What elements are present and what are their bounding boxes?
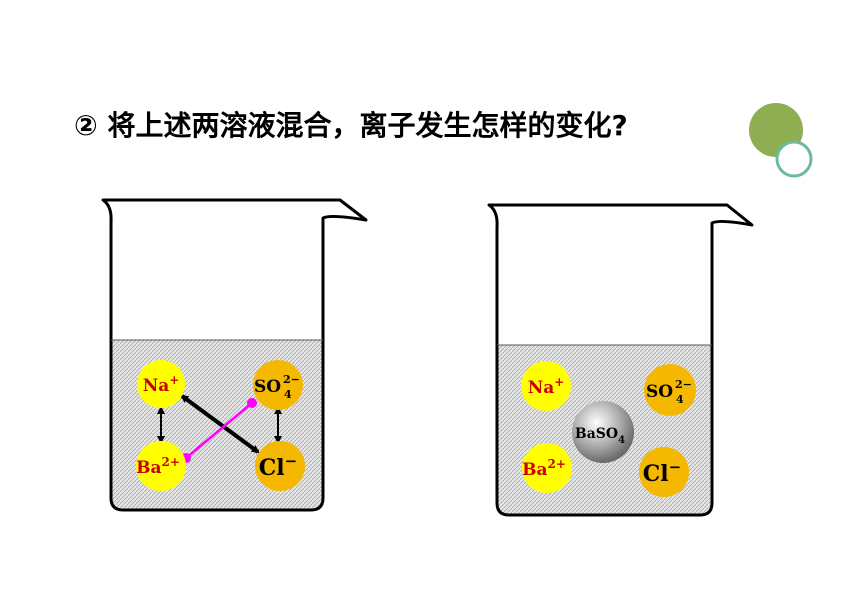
- ion-so4-left-subscript: 4: [284, 388, 292, 401]
- svg-text:2−: 2−: [283, 373, 300, 386]
- ion-so4-right-subscript: 4: [676, 393, 684, 406]
- svg-text:Ba2+: Ba2+: [136, 455, 180, 478]
- beaker-left-glass: [101, 198, 368, 512]
- svg-text:4: 4: [676, 393, 684, 406]
- decor-ring-circle: [775, 140, 813, 178]
- svg-text:BaSO4: BaSO4: [575, 426, 625, 446]
- precipitate-baso4: BaSO4: [572, 401, 634, 463]
- beaker-right-glass: [487, 203, 754, 517]
- ion-cl-left-circle: [255, 441, 305, 491]
- ion-na-right-symbol: Na: [528, 378, 555, 398]
- attraction-end-so4: [247, 398, 257, 408]
- ion-na-right-circle: [521, 361, 571, 411]
- beaker-right: Na+ SO 2− 4 BaSO4 Ba2+: [487, 203, 754, 517]
- svg-text:2−: 2−: [675, 378, 692, 391]
- ion-so4-right-charge: 2−: [675, 378, 692, 391]
- svg-text:4: 4: [284, 388, 292, 401]
- ion-cl-left-charge: −: [285, 452, 298, 470]
- question-text: 将上述两溶液混合，离子发生怎样的变化?: [107, 109, 628, 142]
- attraction-ba-so4: [185, 402, 253, 459]
- ion-so4-right-circle: [644, 364, 696, 416]
- ion-ba-left: Ba2+: [136, 441, 186, 491]
- ion-ba-right-symbol: Ba: [522, 460, 547, 480]
- ion-cl-left: Cl−: [255, 441, 305, 491]
- ion-so4-left-circle: [253, 360, 303, 410]
- ion-na-right: Na+: [521, 361, 571, 411]
- svg-text:SO: SO: [646, 382, 673, 402]
- ion-so4-left-symbol: SO: [254, 377, 281, 397]
- ion-cl-right-symbol: Cl: [643, 461, 669, 487]
- precipitate-baso4-subscript: 4: [618, 435, 625, 446]
- question-number: ②: [74, 109, 98, 142]
- ion-na-left-charge: +: [169, 373, 179, 387]
- ion-na-left-circle: [137, 360, 185, 408]
- ion-cl-left-symbol: Cl: [259, 455, 285, 481]
- ion-ba-right-charge: 2+: [547, 457, 565, 471]
- precipitate-baso4-circle: [572, 401, 634, 463]
- svg-text:Na+: Na+: [143, 373, 180, 396]
- ion-so4-right-symbol: SO: [646, 382, 673, 402]
- svg-text:Ba2+: Ba2+: [522, 457, 566, 480]
- svg-text:Cl−: Cl−: [643, 458, 681, 487]
- ion-ba-right: Ba2+: [522, 443, 572, 493]
- decorative-circles: [749, 103, 813, 178]
- ion-na-left: Na+: [137, 360, 185, 408]
- arrow-na-cl: [180, 394, 260, 454]
- ion-ba-left-charge: 2+: [161, 455, 179, 469]
- ion-so4-left-charge: 2−: [283, 373, 300, 386]
- ion-ba-right-circle: [522, 443, 572, 493]
- svg-text:Na+: Na+: [528, 375, 565, 398]
- ion-na-right-charge: +: [554, 375, 564, 389]
- ion-na-left-symbol: Na: [143, 376, 170, 396]
- svg-text:SO: SO: [254, 377, 281, 397]
- ion-cl-right: Cl−: [639, 447, 689, 497]
- ion-ba-left-symbol: Ba: [136, 458, 161, 478]
- ion-cl-right-charge: −: [669, 458, 682, 476]
- ion-cl-right-circle: [639, 447, 689, 497]
- ion-so4-left: SO 2− 4: [253, 360, 303, 410]
- beaker-left: Na+ SO 2− 4 Ba2+ Cl−: [101, 198, 368, 512]
- svg-text:Cl−: Cl−: [259, 452, 297, 481]
- ion-ba-left-circle: [136, 441, 186, 491]
- question-title: ② 将上述两溶液混合，离子发生怎样的变化?: [74, 104, 628, 144]
- ion-so4-right: SO 2− 4: [644, 364, 696, 416]
- precipitate-baso4-symbol: BaSO: [575, 426, 618, 442]
